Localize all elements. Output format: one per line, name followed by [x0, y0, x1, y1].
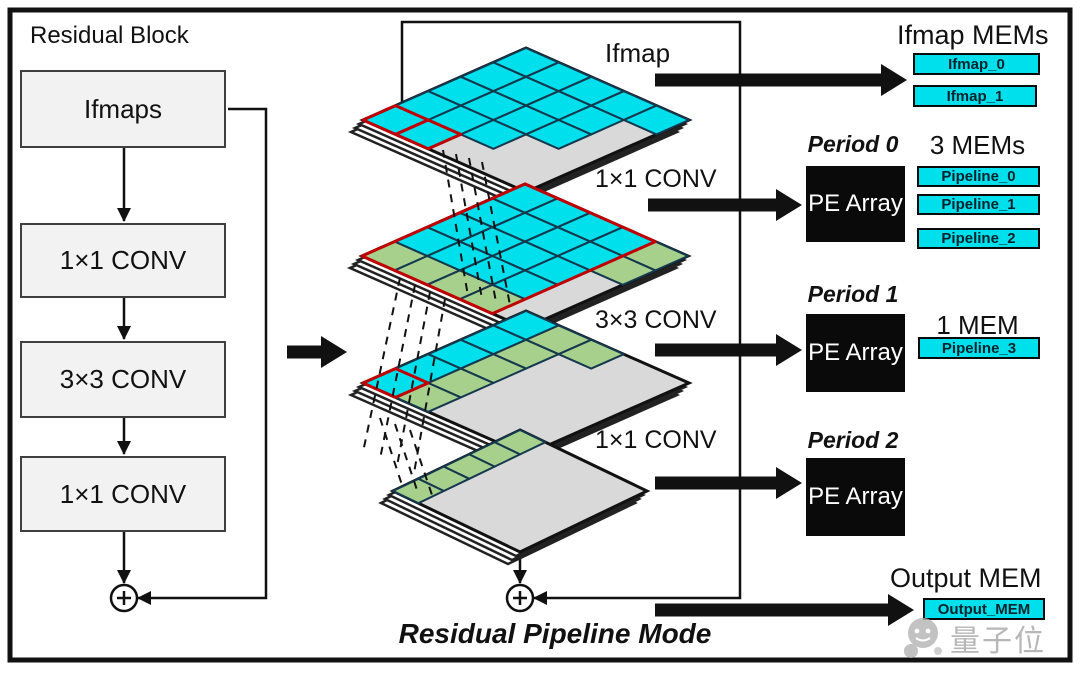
- ifmap-mems-title: Ifmap MEMs: [897, 20, 1049, 50]
- conv-window-cell: [361, 367, 430, 399]
- pe-array-1: PE Array: [806, 314, 905, 392]
- mem-pipeline-1: Pipeline_1: [917, 194, 1040, 215]
- projection-dash: [481, 161, 511, 306]
- chat-bubbles-icon: [904, 618, 942, 658]
- mem-pipeline-3: Pipeline_3: [918, 337, 1040, 359]
- pe-array-0: PE Array: [806, 166, 905, 242]
- conv-window-cell: [394, 118, 463, 151]
- conv-window-outline: [360, 182, 657, 316]
- cell: [557, 338, 625, 370]
- residual-block-title: Residual Block: [30, 22, 189, 49]
- cell: [459, 119, 527, 150]
- projection-dash: [379, 417, 403, 486]
- label-conv3x3-mid: 3×3 CONV: [595, 306, 717, 334]
- skip-connection-left: [137, 107, 268, 605]
- period1-mem-title: 1 MEM: [936, 310, 1019, 340]
- output-mem-title: Output MEM: [890, 563, 1042, 593]
- projection-dash: [394, 423, 418, 491]
- figure-border: [7, 7, 1073, 663]
- bus-arrow-head: [321, 336, 347, 368]
- projection-dash: [362, 277, 401, 453]
- mem-pipeline-2: Pipeline_2: [917, 228, 1040, 249]
- period1-label: Period 1: [807, 281, 899, 307]
- bus-arrow-head: [776, 467, 802, 499]
- bus-arrow-head: [776, 189, 802, 221]
- period0-mem-title: 3 MEMs: [929, 130, 1026, 160]
- node-conv1x1-a: 1×1 CONV: [20, 223, 226, 298]
- mem-pipeline-0: Pipeline_0: [917, 166, 1040, 187]
- watermark-text: 量子位: [950, 625, 1046, 658]
- watermark: 量子位: [898, 608, 1063, 668]
- cell: [525, 119, 593, 150]
- node-conv1x1-b: 1×1 CONV: [20, 456, 226, 532]
- bus-arrow-head: [881, 64, 907, 96]
- bus-arrow-head: [776, 334, 802, 366]
- mem-output: Output_MEM: [923, 598, 1045, 620]
- node-ifmaps: Ifmaps: [20, 70, 226, 148]
- mem-ifmap-0: Ifmap_0: [913, 53, 1040, 75]
- figure-caption: Residual Pipeline Mode: [398, 618, 712, 649]
- projection-dash: [442, 149, 469, 297]
- node-conv3x3: 3×3 CONV: [20, 341, 226, 418]
- bus-arrow-head: [888, 594, 914, 626]
- cell: [622, 104, 690, 136]
- projection-dash: [468, 157, 497, 303]
- period0-label: Period 0: [807, 131, 899, 157]
- cell: [392, 477, 445, 505]
- skip-connection-pipeline: [400, 20, 742, 605]
- pe-array-2: PE Array: [806, 458, 905, 536]
- projection-dash: [409, 429, 433, 496]
- period2-label: Period 2: [807, 427, 899, 453]
- label-conv1x1-top: 1×1 CONV: [595, 165, 717, 193]
- label-conv1x1-bottom: 1×1 CONV: [595, 426, 717, 454]
- projection-dash: [455, 153, 483, 300]
- label-ifmap: Ifmap: [605, 38, 671, 68]
- mem-ifmap-1: Ifmap_1: [913, 85, 1037, 107]
